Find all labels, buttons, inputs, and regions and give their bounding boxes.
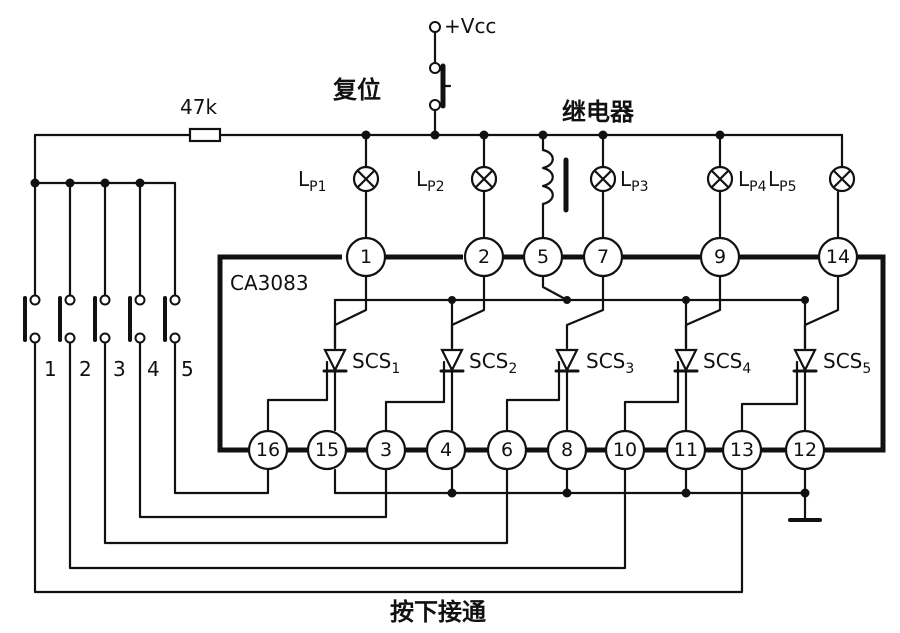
switch-number-3: 3 xyxy=(113,357,126,381)
vcc-label: +Vcc xyxy=(444,14,496,38)
switch-return-wires xyxy=(33,341,744,594)
ic-outline xyxy=(217,254,886,453)
lamp-label-lp1: LP1 xyxy=(298,167,327,195)
svg-text:9: 9 xyxy=(714,246,726,268)
svg-text:8: 8 xyxy=(561,439,573,461)
ic-pin-10: 10 xyxy=(604,429,646,471)
scs-2 xyxy=(439,348,465,373)
ic-pin-2: 2 xyxy=(463,236,505,278)
reset-label: 复位 xyxy=(332,76,381,104)
ic-pin-5: 5 xyxy=(522,236,564,278)
pushbutton-5 xyxy=(163,294,181,344)
reset-switch xyxy=(429,30,452,135)
resistor-47k xyxy=(188,127,222,143)
lamp-label-lp4: LP4 xyxy=(738,167,767,195)
lamp-lp3 xyxy=(589,133,617,239)
ic-pin-16: 16 xyxy=(247,429,289,471)
lamp-lp2 xyxy=(470,133,498,239)
scs-label-5: SCS5 xyxy=(823,349,871,377)
svg-text:11: 11 xyxy=(674,439,698,461)
svg-text:15: 15 xyxy=(315,439,339,461)
ic-pin-14: 14 xyxy=(817,236,859,278)
scs-3 xyxy=(554,348,580,373)
svg-text:16: 16 xyxy=(256,439,280,461)
scs-1 xyxy=(322,348,348,373)
top-rail xyxy=(33,133,844,302)
lamp-label-lp3: LP3 xyxy=(620,167,649,195)
svg-text:10: 10 xyxy=(613,439,637,461)
ic-pin-11: 11 xyxy=(665,429,707,471)
relay-label: 继电器 xyxy=(562,98,635,126)
ic-pin-12: 12 xyxy=(784,429,826,471)
ic-label: CA3083 xyxy=(230,271,309,295)
svg-text:1: 1 xyxy=(360,246,372,268)
pushbutton-4 xyxy=(128,294,146,344)
ic-pin-13: 13 xyxy=(721,429,763,471)
resistor-label: 47k xyxy=(180,95,217,119)
scs-label-1: SCS1 xyxy=(352,349,400,377)
ic-pin-3: 3 xyxy=(365,429,407,471)
switch-number-1: 1 xyxy=(44,357,57,381)
ic-pin-7: 7 xyxy=(582,236,624,278)
svg-text:6: 6 xyxy=(501,439,513,461)
pushbutton-2 xyxy=(58,294,76,344)
switch-number-4: 4 xyxy=(147,357,160,381)
svg-text:12: 12 xyxy=(793,439,817,461)
lamp-lp5 xyxy=(828,133,856,239)
ic-pin-1: 1 xyxy=(345,236,387,278)
switch-number-5: 5 xyxy=(181,357,194,381)
ic-pin-4: 4 xyxy=(425,429,467,471)
scs-label-2: SCS2 xyxy=(469,349,517,377)
lamp-label-lp5: LP5 xyxy=(768,167,797,195)
press-label: 按下接通 xyxy=(390,598,486,626)
svg-text:14: 14 xyxy=(826,246,850,268)
svg-text:5: 5 xyxy=(537,246,549,268)
scs-4 xyxy=(673,348,699,373)
svg-text:2: 2 xyxy=(478,246,490,268)
lamp-label-lp2: LP2 xyxy=(416,167,445,195)
svg-text:7: 7 xyxy=(597,246,609,268)
internal-wiring xyxy=(266,275,840,522)
switch-bank: 1 2 3 4 5 xyxy=(23,178,194,381)
pushbutton-3 xyxy=(93,294,111,344)
ic-pin-6: 6 xyxy=(486,429,528,471)
ic-pin-8: 8 xyxy=(546,429,588,471)
scs-5 xyxy=(792,348,818,373)
svg-text:3: 3 xyxy=(380,439,392,461)
relay-coil xyxy=(541,133,569,239)
svg-text:4: 4 xyxy=(440,439,452,461)
lamp-lp1 xyxy=(352,133,380,239)
vcc-supply: +Vcc xyxy=(429,14,496,38)
scs-label-4: SCS4 xyxy=(703,349,751,377)
pushbutton-1 xyxy=(23,294,41,344)
ic-pin-9: 9 xyxy=(699,236,741,278)
switch-number-2: 2 xyxy=(79,357,92,381)
lamp-lp4 xyxy=(706,133,734,239)
scs-label-3: SCS3 xyxy=(586,349,634,377)
ic-pin-15: 15 xyxy=(306,429,348,471)
svg-text:13: 13 xyxy=(730,439,754,461)
